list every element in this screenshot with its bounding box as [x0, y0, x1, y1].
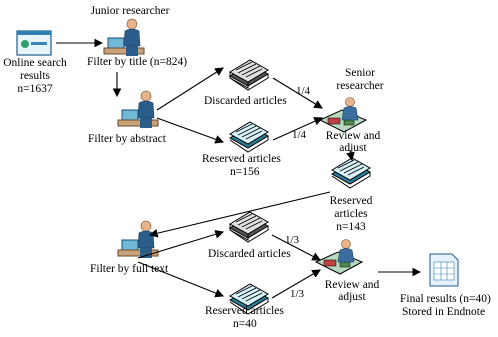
filter-fulltext-label: Filter by full text [90, 263, 169, 275]
endnote-label: Stored in Endnote [402, 306, 486, 318]
reserved-stack-icon-2 [331, 157, 371, 189]
junior-researcher-label: Junior researcher [90, 5, 170, 17]
fraction-mid-2: 1/3 [290, 288, 305, 300]
discarded-articles-label: Discarded articles [204, 95, 287, 107]
fulltext-researcher-icon [117, 220, 159, 259]
discarded-stack-icon [229, 59, 269, 91]
discarded-stack-icon-2 [229, 211, 269, 243]
reserved-2-label-2: articles [334, 208, 368, 220]
flow-arrows [56, 38, 422, 299]
online-search-count: n=1637 [17, 83, 53, 95]
online-search-label-2: results [19, 70, 51, 82]
senior-label-1: Senior [344, 67, 376, 79]
review-2-label-2: adjust [338, 291, 366, 303]
senior-review-icon-2 [315, 239, 363, 275]
filter-abstract-label: Filter by abstract [88, 133, 166, 145]
review-2-label-1: Review and [324, 279, 380, 291]
reserved-articles-label: Reserved articles [202, 153, 281, 165]
reserved-articles-count-3: n=40 [233, 318, 257, 330]
junior-researcher-icon [103, 18, 145, 57]
endnote-table-icon [429, 253, 459, 287]
reserved-articles-count: n=156 [230, 166, 260, 178]
review-label-1: Review and [325, 130, 381, 142]
reserved-2-label-1: Reserved [329, 195, 373, 207]
browser-icon [16, 30, 52, 56]
senior-label-2: researcher [336, 80, 384, 92]
filter-title-label: Filter by title (n=824) [87, 56, 188, 68]
reserved-articles-label-3: Reserved articles [205, 305, 284, 317]
reserved-stack-icon [229, 121, 269, 153]
final-results-label: Final results (n=40) [400, 293, 491, 305]
abstract-researcher-icon [117, 90, 159, 129]
fraction-mid-1: 1/3 [285, 234, 300, 246]
online-search-label-1: Online search [3, 57, 67, 69]
senior-review-icon [319, 97, 367, 133]
review-label-2: adjust [339, 142, 367, 154]
fraction-top: 1/4 [296, 85, 311, 97]
discarded-articles-label-2: Discarded articles [208, 248, 291, 260]
fraction-bottom: 1/4 [292, 129, 307, 141]
reserved-2-count: n=143 [336, 221, 366, 233]
